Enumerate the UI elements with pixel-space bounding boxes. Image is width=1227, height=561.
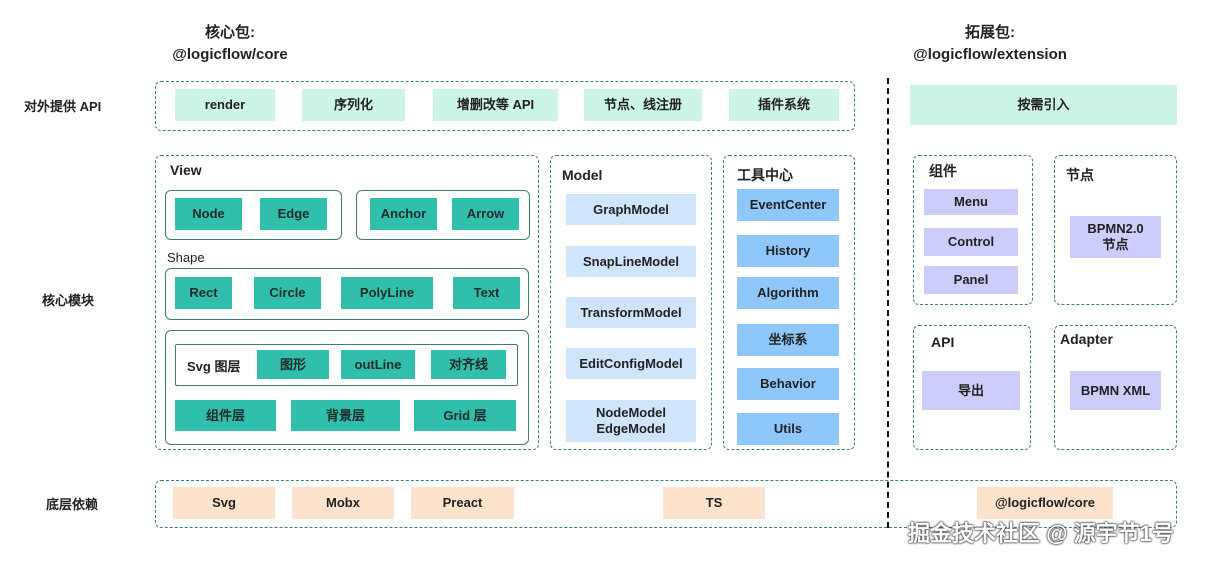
shape-rect: Rect [175, 277, 232, 309]
model-transform: TransformModel [566, 297, 696, 328]
shape-label: Shape [167, 250, 205, 265]
ext-nodes-title: 节点 [1066, 167, 1094, 183]
model-node-edge: NodeModel EdgeModel [566, 400, 696, 442]
api-on-demand: 按需引入 [910, 85, 1177, 125]
api-crud: 增删改等 API [433, 89, 558, 121]
model-container [550, 155, 712, 450]
layer-background: 背景层 [291, 400, 400, 431]
package-divider [887, 78, 889, 528]
ext-nodes-container [1054, 155, 1177, 305]
model-snapline: SnapLineModel [566, 246, 696, 277]
shape-text: Text [453, 277, 520, 309]
ext-components-container [913, 155, 1033, 305]
extension-title-line2: @logicflow/extension [913, 46, 1067, 63]
view-arrow: Arrow [452, 198, 519, 230]
tools-container [723, 155, 855, 450]
dep-logicflow-core: @logicflow/core [977, 487, 1113, 519]
ext-components-title: 组件 [929, 163, 957, 179]
svg-layer-snapline: 对齐线 [431, 350, 506, 379]
shape-circle: Circle [254, 277, 321, 309]
model-editconfig: EditConfigModel [566, 348, 696, 379]
view-edge: Edge [260, 198, 327, 230]
tools-title: 工具中心 [737, 167, 793, 183]
view-title: View [170, 162, 202, 178]
svg-layer-outline: outLine [341, 350, 415, 379]
ext-bpmn-xml: BPMN XML [1070, 371, 1161, 410]
api-register: 节点、线注册 [584, 89, 702, 121]
core-package-title: 核心包: @logicflow/core [150, 22, 310, 66]
dep-svg: Svg [173, 487, 275, 519]
tool-coordinate-system: 坐标系 [737, 324, 839, 356]
model-graph: GraphModel [566, 194, 696, 225]
tool-behavior: Behavior [737, 368, 839, 400]
api-row-container [155, 81, 855, 131]
shape-polyline: PolyLine [341, 277, 433, 309]
dep-preact: Preact [411, 487, 514, 519]
extension-title-line1: 拓展包: [965, 24, 1015, 41]
view-group-anchor-arrow [356, 190, 530, 240]
ext-bpmn-node: BPMN2.0 节点 [1070, 216, 1161, 258]
view-anchor: Anchor [370, 198, 437, 230]
ext-panel: Panel [924, 266, 1018, 294]
ext-api-title: API [931, 334, 955, 350]
tool-history: History [737, 235, 839, 267]
core-title-line1: 核心包: [205, 24, 255, 41]
dep-ts: TS [663, 487, 765, 519]
tool-eventcenter: EventCenter [737, 189, 839, 221]
layer-component: 组件层 [175, 400, 276, 431]
core-title-line2: @logicflow/core [172, 46, 288, 63]
ext-menu: Menu [924, 189, 1018, 215]
api-serialize: 序列化 [302, 89, 405, 121]
dep-mobx: Mobx [292, 487, 394, 519]
view-node: Node [175, 198, 242, 230]
ext-adapter-container [1054, 325, 1177, 450]
ext-api-container [913, 325, 1031, 450]
ext-adapter-title: Adapter [1060, 331, 1113, 347]
ext-export: 导出 [922, 371, 1020, 410]
layer-grid: Grid 层 [414, 400, 516, 431]
deps-row-container [155, 480, 1177, 528]
extension-package-title: 拓展包: @logicflow/extension [895, 22, 1085, 66]
watermark: 掘金技术社区 @ 源宇节1号 [908, 521, 1174, 546]
row-label-deps: 底层依赖 [46, 497, 99, 512]
tool-algorithm: Algorithm [737, 277, 839, 309]
svg-layer-label: Svg 图层 [187, 359, 241, 374]
model-title: Model [562, 167, 603, 183]
api-plugin-system: 插件系统 [729, 89, 839, 121]
view-group-node-edge [165, 190, 342, 240]
api-render: render [175, 89, 275, 121]
row-label-api: 对外提供 API [24, 99, 102, 114]
svg-layer-group [175, 344, 518, 386]
shape-group [165, 268, 529, 320]
layers-group [165, 330, 529, 445]
row-label-core-modules: 核心模块 [42, 293, 95, 308]
svg-layer-graphics: 图形 [257, 350, 329, 379]
view-container [155, 155, 539, 450]
tool-utils: Utils [737, 413, 839, 445]
ext-control: Control [924, 228, 1018, 256]
